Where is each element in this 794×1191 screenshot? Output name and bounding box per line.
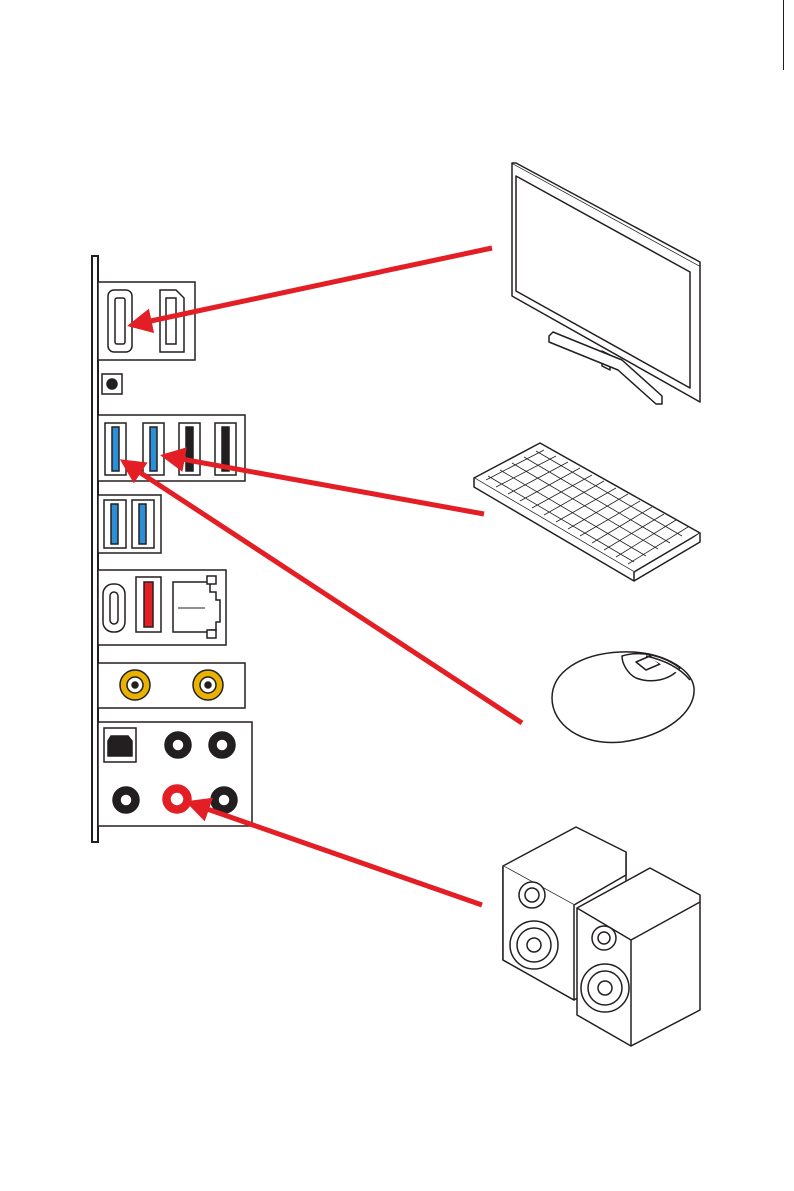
usb-port-2[interactable] [143, 423, 164, 475]
hdmi-port[interactable] [108, 290, 132, 352]
usb-port-1[interactable] [105, 423, 126, 475]
io-shield-bracket [92, 256, 98, 842]
optical-spdif-port[interactable] [104, 728, 136, 762]
usb-ports-top [98, 415, 245, 481]
usb-c-port[interactable] [103, 584, 125, 632]
audio-line-out-jack[interactable] [163, 785, 191, 813]
usb-port-5[interactable] [104, 500, 126, 548]
usb-red-port[interactable] [136, 577, 161, 632]
displayport-port[interactable] [160, 290, 184, 352]
wifi-antenna-connectors [98, 663, 245, 708]
antenna-connector-1[interactable] [120, 670, 150, 700]
audio-ports [98, 722, 252, 826]
clear-cmos-button[interactable] [102, 374, 122, 394]
usb-ports-lower [98, 495, 161, 553]
keyboard-to-usb-arrow [165, 456, 484, 514]
speakers-icon [503, 827, 700, 1046]
mouse-icon [552, 652, 694, 743]
audio-jack-1[interactable] [165, 732, 191, 758]
speakers-to-audio-arrow [190, 803, 482, 905]
audio-jack-2[interactable] [209, 732, 235, 758]
keyboard-icon [474, 443, 700, 581]
antenna-connector-2[interactable] [193, 670, 223, 700]
monitor-icon [512, 163, 700, 404]
usb-port-3[interactable] [179, 423, 200, 475]
audio-jack-3[interactable] [113, 787, 139, 813]
usb-port-6[interactable] [132, 500, 154, 548]
usb-c-lan-ports [98, 570, 226, 645]
back-panel [92, 256, 252, 842]
